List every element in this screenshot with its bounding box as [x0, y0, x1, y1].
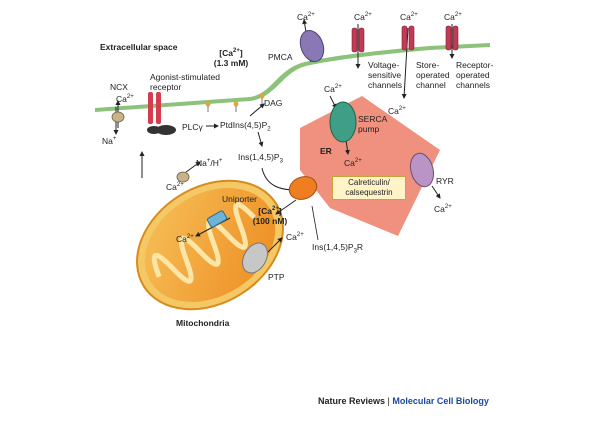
ptp-label: PTP	[268, 272, 285, 282]
ip3r-arrow	[275, 199, 297, 215]
ncx-label: NCX	[110, 82, 128, 92]
uniporter-channel	[206, 210, 228, 228]
ryr-label: RYR	[436, 176, 454, 186]
store-ca-inner-label: Ca2+	[388, 106, 406, 116]
ins-r-leader	[311, 205, 319, 241]
serca-pump	[329, 101, 357, 143]
ncx-na-label: Na+	[102, 136, 117, 146]
ncx-exchanger	[111, 111, 125, 123]
voltage-ca-label: Ca2+	[354, 12, 372, 22]
nah-exchanger	[176, 171, 190, 183]
er-ca-label: Ca2+	[344, 158, 362, 168]
ptp-ca-label: Ca2+	[286, 232, 304, 242]
store-arrow	[401, 27, 409, 99]
calreticulin-box: Calreticulin/calsequestrin	[332, 176, 406, 200]
ip3-receptor	[288, 176, 318, 200]
mito-ca-top-label: Ca2+	[166, 182, 184, 192]
extracellular-ca-conc: [Ca2+](1.3 mM)	[213, 48, 249, 68]
store-channel	[401, 25, 415, 51]
ryr-receptor	[409, 152, 435, 188]
pmca-label: PMCA	[268, 52, 293, 62]
ryr-ca-label: Ca2+	[434, 204, 452, 214]
lipid-markers	[205, 93, 265, 112]
ptp-arrow	[267, 237, 283, 253]
ptdins-to-dag	[249, 103, 265, 117]
ip3r-label: Ins(1,4,5)P3R	[312, 242, 364, 255]
serca-out-arrow	[344, 139, 350, 155]
ins-label: Ins(1,4,5)P3	[238, 152, 283, 165]
nah-arrow	[185, 161, 201, 173]
receptor-channel	[445, 25, 459, 51]
cytosolic-ca-conc: [Ca2+](100 nM)	[252, 206, 288, 226]
uniporter-label: Uniporter	[222, 194, 257, 204]
receptor-ca-label: Ca2+	[444, 12, 462, 22]
er-label: ER	[320, 146, 332, 156]
ncx-ca-label: Ca2+	[116, 94, 134, 104]
pmca-ca-label: Ca2+	[297, 12, 315, 22]
mitochondria-label: Mitochondria	[176, 318, 230, 328]
ptdins-to-ins	[257, 131, 264, 147]
ptp-pore	[242, 242, 268, 274]
extracellular-label: Extracellular space	[100, 42, 178, 52]
pmca-pump	[299, 30, 325, 62]
plc-label: PLCγ	[182, 122, 203, 132]
store-ca-label: Ca2+	[400, 12, 418, 22]
ryr-arrow	[431, 185, 441, 199]
dag-label: DAG	[264, 98, 283, 108]
mitochondrion	[136, 179, 284, 311]
nah-label: Na+/H+	[196, 158, 223, 168]
mito-ca-inner-label: Ca2+	[176, 234, 194, 244]
journal-credit: Nature Reviews | Molecular Cell Biology	[318, 396, 489, 406]
voltage-channel	[351, 27, 365, 53]
serca-ca-label: Ca2+	[324, 84, 342, 94]
agonist-receptor	[147, 92, 176, 135]
ptdins-label: PtdIns(4,5)P2	[220, 120, 271, 133]
